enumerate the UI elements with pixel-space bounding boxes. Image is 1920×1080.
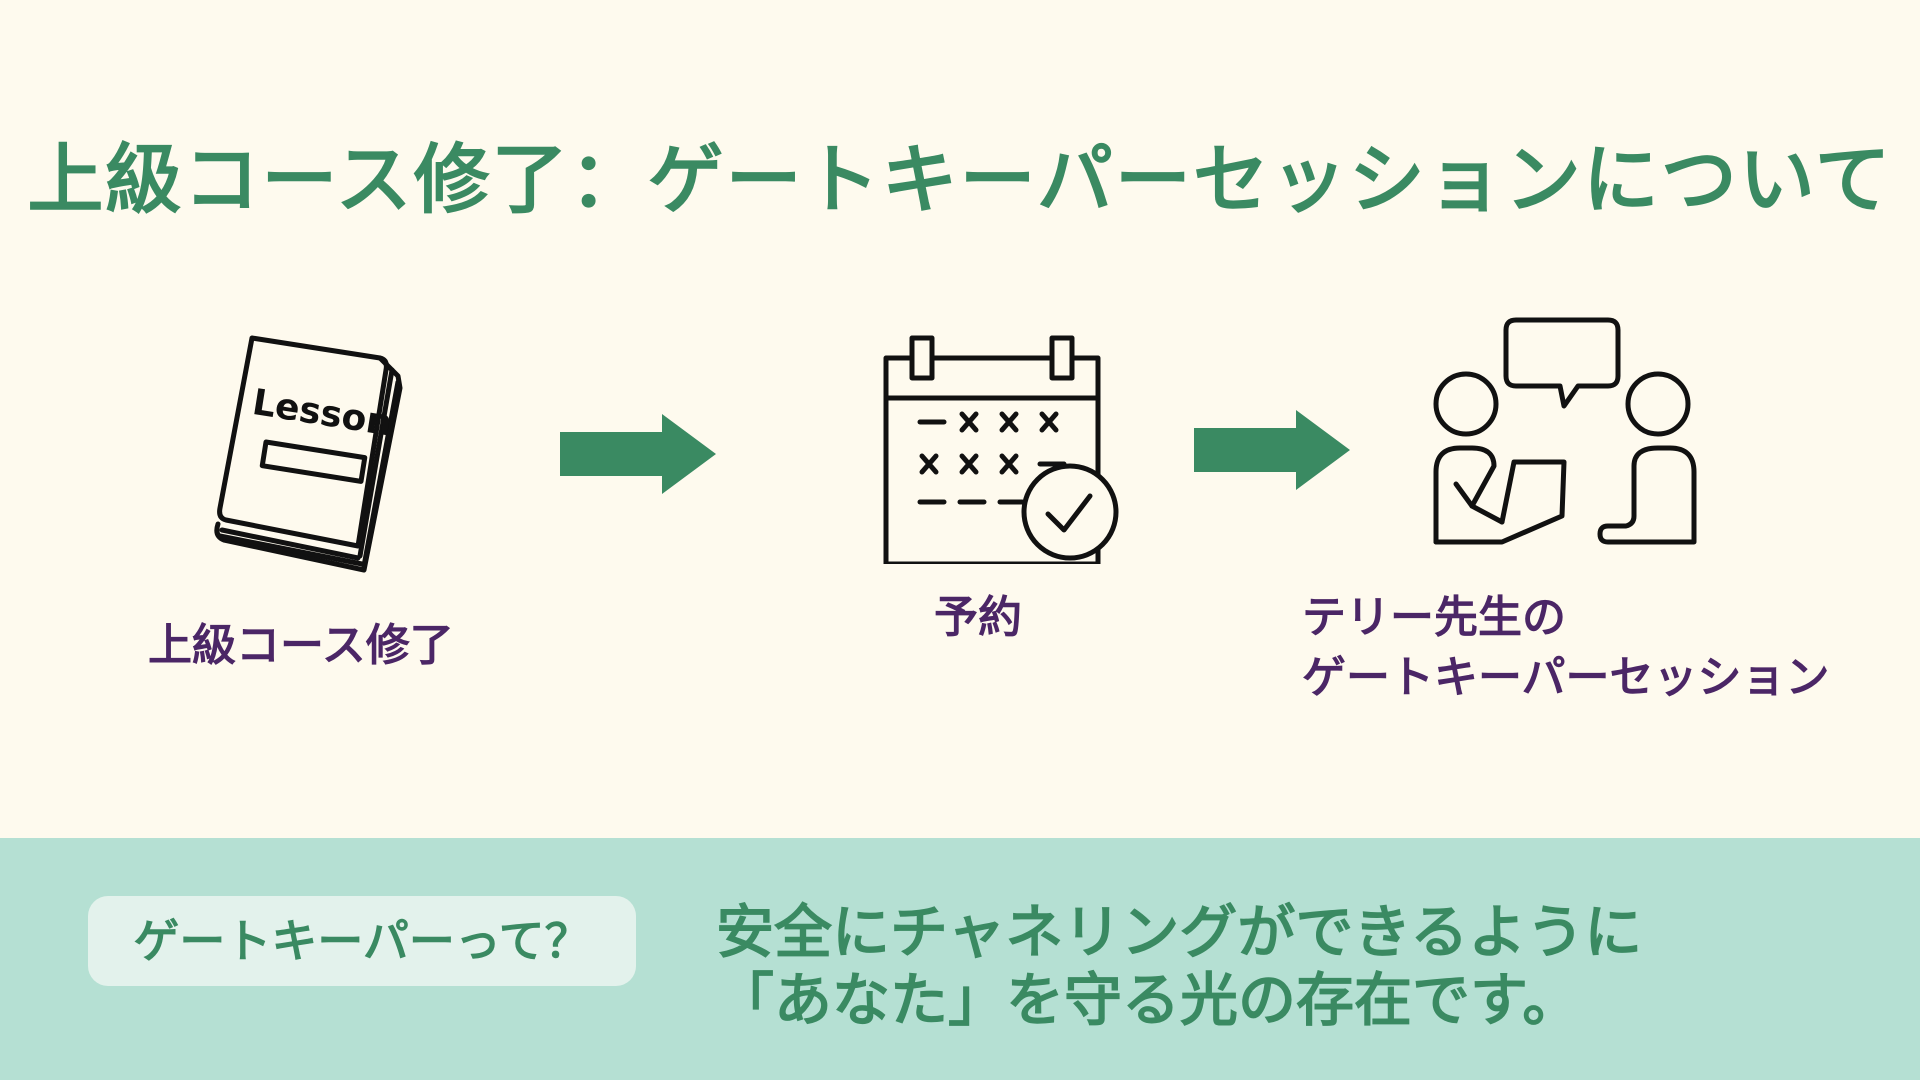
calendar-check-icon [882,334,1122,564]
gatekeeper-explanation: 安全にチャネリングができるように 「あなた」を守る光の存在です。 [716,898,1642,1034]
step-label-course-complete: 上級コース修了 [148,620,454,671]
conversation-icon [1432,316,1698,548]
explanation-line-2: 「あなた」を守る光の存在です。 [716,966,1581,1034]
flow-arrow-1 [560,414,716,498]
step-label-reservation: 予約 [934,592,1022,643]
flow-arrow-2 [1194,410,1350,494]
step-label-session-line-1: テリー先生の [1302,592,1566,643]
explanation-line-1: 安全にチャネリングができるように [716,898,1643,966]
step-label-session: テリー先生の ゲートキーパーセッション [1302,588,1830,708]
step-label-session-line-2: ゲートキーパーセッション [1302,652,1830,703]
page-title: 上級コース修了：ゲートキーパーセッションについて [27,135,1893,224]
question-badge: ゲートキーパーって？ [88,896,636,986]
lesson-book-icon: Lesson [212,330,452,580]
